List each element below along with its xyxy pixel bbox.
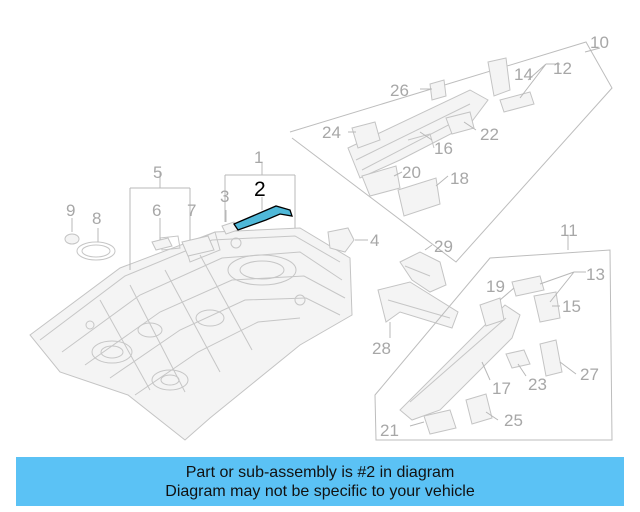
callout-21: 21 <box>380 421 399 440</box>
callout-2: 2 <box>254 178 266 201</box>
callout-13: 13 <box>586 265 605 284</box>
callout-20: 20 <box>402 163 421 182</box>
caption-banner: Part or sub-assembly is #2 in diagram Di… <box>16 457 624 506</box>
callout-5: 5 <box>153 163 162 182</box>
callout-29: 29 <box>434 237 453 256</box>
callout-25: 25 <box>504 411 523 430</box>
part-6 <box>151 237 173 251</box>
callout-23: 23 <box>528 375 547 394</box>
parts-diagram: 1 2 3 4 5 6 7 8 9 10 11 12 13 14 15 16 1… <box>29 33 613 441</box>
group-11-box <box>374 249 613 441</box>
callout-18: 18 <box>450 169 469 188</box>
leader-lines-main <box>71 162 368 270</box>
callout-15: 15 <box>562 297 581 316</box>
leader-lines-right <box>348 47 601 427</box>
callout-26: 26 <box>390 81 409 100</box>
banner-line-1: Part or sub-assembly is #2 in diagram <box>185 463 455 481</box>
callout-12: 12 <box>553 59 572 78</box>
group-10-box <box>289 41 613 263</box>
callout-22: 22 <box>480 125 499 144</box>
callout-1: 1 <box>254 148 263 167</box>
parts-28-29 <box>377 244 459 338</box>
callout-17: 17 <box>492 379 511 398</box>
rear-floor-pan <box>29 227 353 441</box>
small-floor-parts <box>64 221 355 261</box>
callout-28: 28 <box>372 339 391 358</box>
part-2-highlighted <box>233 205 293 231</box>
callout-11: 11 <box>560 221 578 240</box>
callout-10: 10 <box>590 33 609 52</box>
callout-27: 27 <box>580 365 599 384</box>
callout-7: 7 <box>187 201 196 220</box>
callout-14: 14 <box>514 65 533 84</box>
part-7 <box>181 235 215 257</box>
callout-19: 19 <box>486 277 505 296</box>
part-4 <box>327 227 355 253</box>
callout-9: 9 <box>66 201 75 220</box>
callout-8: 8 <box>92 209 101 228</box>
callout-3: 3 <box>220 187 229 206</box>
callout-6: 6 <box>152 201 161 220</box>
part-9 <box>64 233 80 245</box>
part-8 <box>76 241 116 261</box>
callout-24: 24 <box>322 123 341 142</box>
callout-16: 16 <box>434 139 453 158</box>
callout-4: 4 <box>370 231 379 250</box>
callouts: 1 2 3 4 5 6 7 8 9 10 11 12 13 14 15 16 1… <box>66 33 609 440</box>
banner-line-2: Diagram may not be specific to your vehi… <box>165 482 475 500</box>
